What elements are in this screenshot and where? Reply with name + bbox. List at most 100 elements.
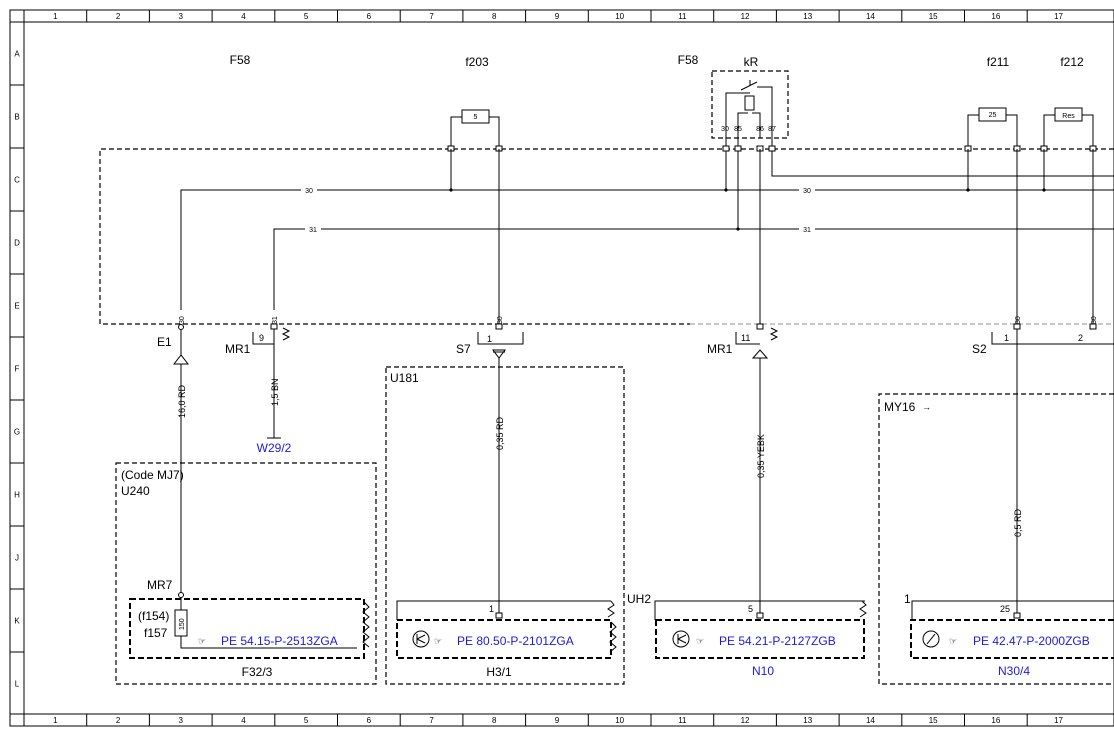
fuse-f212: Res (1040, 107, 1097, 152)
hand-icon-h31: ☞ (434, 636, 442, 646)
connector-mr1-left: MR1 9 1,5 BN W29/2 (225, 323, 292, 455)
grid-col-label: 8 (492, 12, 497, 21)
bus-30-label-right: 30 (803, 188, 811, 195)
grid-col-label: 2 (116, 716, 121, 725)
wire-label-035-yebk: 0,35 YEBK (756, 434, 766, 478)
grid-col-label: 13 (803, 716, 812, 725)
hand-icon-f32: ☞ (198, 636, 206, 646)
label-f154: (f154) (138, 609, 169, 623)
wire-label-05-rd: 0,5 RD (1013, 508, 1023, 537)
wire-label-15-bn: 1,5 BN (270, 378, 280, 406)
grid-col-label: 12 (741, 12, 750, 21)
label-f212: f212 (1060, 55, 1084, 69)
module-my16: MY16 → 1 25 ☞ PE 42.47-P-2000ZGB N30/4 (878, 393, 1114, 685)
module-my16-label: MY16 (884, 400, 916, 414)
grid-col-label: 7 (429, 716, 434, 725)
fuse-f157-value: 150 (179, 618, 186, 630)
link-pe-54-15[interactable]: PE 54.15-P-2513ZGA (221, 634, 338, 648)
component-h31-pin: 1 (489, 604, 494, 614)
grid-row-label: K (14, 617, 20, 626)
sensor-icon-n304 (922, 630, 940, 648)
grid-col-label: 1 (53, 12, 58, 21)
motor-icon-h31 (412, 630, 430, 648)
grid-col-label: 14 (866, 12, 875, 21)
link-pe-54-21[interactable]: PE 54.21-P-2127ZGB (719, 634, 836, 648)
grid-row-label: A (14, 50, 20, 59)
hand-icon-n304: ☞ (949, 636, 957, 646)
connector-mr1-right-pin: 11 (741, 333, 750, 343)
grid-col-label: 11 (678, 716, 687, 725)
grid-col-label: 14 (866, 716, 875, 725)
grid-row-label: L (15, 680, 20, 689)
frame (9, 9, 1114, 727)
relay-pin-86: 86 (756, 126, 764, 133)
connector-mr1-left-label: MR1 (225, 342, 251, 356)
link-pe-80-50[interactable]: PE 80.50-P-2101ZGA (457, 634, 574, 648)
arrow-icon-my16: → (922, 402, 931, 412)
grid-col-label: 16 (991, 12, 1000, 21)
grid-col-label: 6 (367, 12, 372, 21)
connector-e1: E1 16,0 RD (157, 324, 190, 592)
component-f32-3: F32/3 (242, 665, 273, 679)
grid-row-label: H (14, 491, 20, 500)
connector-e1-label: E1 (157, 335, 172, 349)
grid-col-label: 17 (1054, 12, 1063, 21)
transistor-icon-n10 (672, 630, 690, 648)
module-my16-pin: 1 (904, 592, 911, 606)
grid-col-label: 10 (615, 716, 624, 725)
wire-label-16-rd: 16,0 RD (177, 384, 187, 418)
pin-right-2: 30 (1091, 316, 1098, 324)
grid-col-label: 4 (241, 716, 246, 725)
connector-s7-label: S7 (456, 342, 471, 356)
connector-mr7-label: MR7 (147, 578, 173, 592)
grid-row-label: E (14, 302, 19, 311)
pin-s7: 30 (497, 316, 504, 324)
grid-column-labels: 1122334455667788991010111112121313141415… (23, 10, 1064, 726)
module-u240: (Code MJ7) U240 MR7 150 (f154) f157 ☞ PE… (115, 462, 377, 685)
grid-col-label: 3 (179, 716, 184, 725)
relay-pin-30: 30 (721, 126, 729, 133)
link-pe-42-47[interactable]: PE 42.47-P-2000ZGB (973, 634, 1090, 648)
label-f211: f211 (987, 55, 1010, 69)
fuse-f211: 25 (964, 107, 1021, 152)
component-n10[interactable]: N10 (752, 664, 774, 678)
connector-s2-pin2: 2 (1078, 333, 1083, 343)
fuse-f212-value: Res (1062, 113, 1075, 120)
label-f58-left: F58 (230, 53, 251, 67)
grid-col-label: 9 (555, 12, 560, 21)
hand-icon-n10: ☞ (696, 636, 704, 646)
module-uh2: UH2 5 ☞ PE 54.21-P-2127ZGB N10 (627, 592, 867, 678)
connector-mr1-right-label: MR1 (707, 342, 733, 356)
connector-s2-label: S2 (972, 342, 987, 356)
grid-col-label: 13 (803, 12, 812, 21)
grid-col-label: 2 (116, 12, 121, 21)
grid-col-label: 9 (555, 716, 560, 725)
component-n30-4[interactable]: N30/4 (998, 664, 1030, 678)
bus-30: 30 30 (180, 149, 1114, 310)
label-f203: f203 (465, 55, 489, 69)
bus-31-label-left: 31 (309, 227, 317, 234)
grid-row-label: B (14, 113, 19, 122)
component-n10-pin: 5 (748, 604, 753, 614)
grid-col-label: 4 (241, 12, 246, 21)
relay-kr: 30 85 86 87 (711, 70, 1114, 229)
module-u181-label: U181 (390, 371, 419, 385)
ground-w29-2[interactable]: W29/2 (257, 441, 292, 455)
module-u181: U181 1 ☞ PE 80.50-P-2101ZGA H3/1 (385, 366, 625, 685)
component-n304-pin: 25 (1000, 604, 1010, 614)
connector-s7-pin: 1 (487, 334, 492, 344)
label-kr: kR (744, 55, 759, 69)
component-h3-1: H3/1 (486, 665, 512, 679)
relay-pin-87: 87 (768, 126, 776, 133)
connector-mr1-right: MR1 11 0,35 YEBK (707, 323, 779, 614)
connector-s2-pin1: 1 (1004, 333, 1009, 343)
grid-row-label: J (15, 554, 19, 563)
pin-mr1: 31 (272, 316, 279, 324)
bus-31-label-right: 31 (803, 227, 811, 234)
relay-pin-85: 85 (734, 126, 742, 133)
grid-col-label: 15 (929, 12, 938, 21)
grid-col-label: 3 (179, 12, 184, 21)
fuse-f211-value: 25 (989, 112, 997, 119)
